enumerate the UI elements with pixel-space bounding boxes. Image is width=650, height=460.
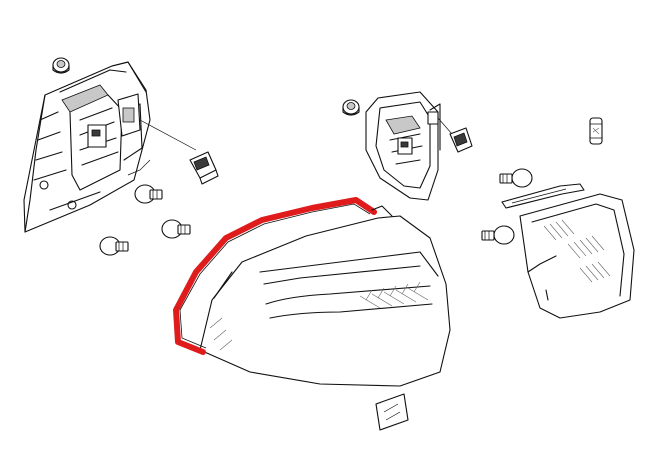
connector-left — [189, 151, 219, 185]
bulb-2 — [161, 219, 191, 239]
nut-left — [52, 57, 70, 74]
gasket-strip-right — [501, 183, 585, 209]
cartridge-bulb — [589, 117, 603, 145]
lens-label — [375, 393, 409, 431]
left-housing — [23, 61, 151, 233]
bulb-4 — [499, 168, 533, 188]
inner-lens — [519, 193, 635, 319]
connector-center — [437, 117, 473, 153]
outer-lens — [199, 215, 451, 387]
bulb-3 — [99, 236, 129, 256]
highlighted-gasket — [173, 197, 377, 355]
bulb-5 — [481, 225, 515, 245]
nut-center — [342, 99, 360, 116]
bulb-1 — [134, 184, 163, 204]
bulb-carrier — [365, 91, 441, 201]
